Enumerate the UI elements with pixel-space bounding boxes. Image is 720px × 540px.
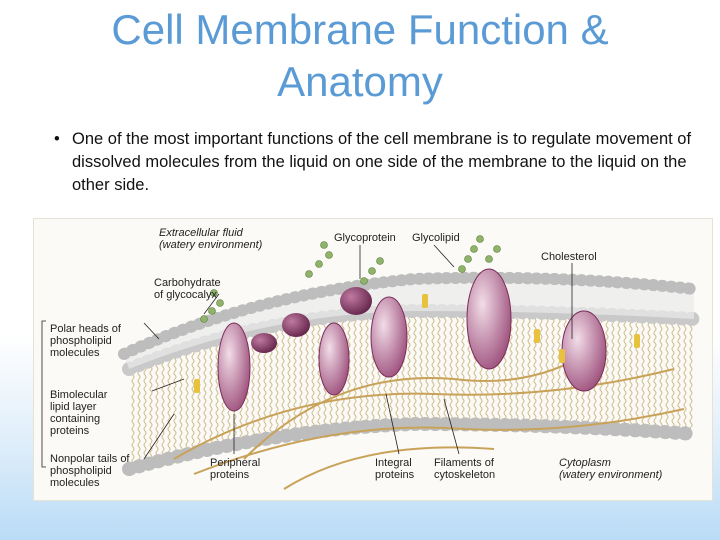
- label-cholesterol: Cholesterol: [541, 251, 597, 263]
- leader-lines: [41, 244, 573, 468]
- label-extracellular: Extracellular fluid(watery environment): [159, 227, 263, 251]
- title-line-2: Anatomy: [277, 58, 443, 105]
- upper-head-layer: [122, 303, 701, 376]
- label-cytoplasm: Cytoplasm(watery environment): [559, 457, 663, 481]
- bullet-marker: •: [54, 130, 60, 148]
- membrane-proteins: [217, 268, 607, 412]
- bullet-text: One of the most important functions of t…: [72, 130, 692, 194]
- slide-title: Cell Membrane Function & Anatomy: [40, 4, 680, 108]
- title-line-1: Cell Membrane Function &: [111, 6, 609, 53]
- label-glycoprotein: Glycoprotein: [334, 232, 396, 244]
- cell-membrane-diagram: Extracellular fluid(watery environment) …: [33, 218, 713, 501]
- bullet-point: • One of the most important functions of…: [52, 128, 692, 197]
- cholesterol-molecules: [194, 294, 640, 393]
- glycocalyx-chains: [200, 235, 501, 323]
- lower-head-layer: [122, 416, 701, 476]
- label-glycolipid: Glycolipid: [412, 232, 460, 244]
- membrane-illustration: [41, 235, 701, 490]
